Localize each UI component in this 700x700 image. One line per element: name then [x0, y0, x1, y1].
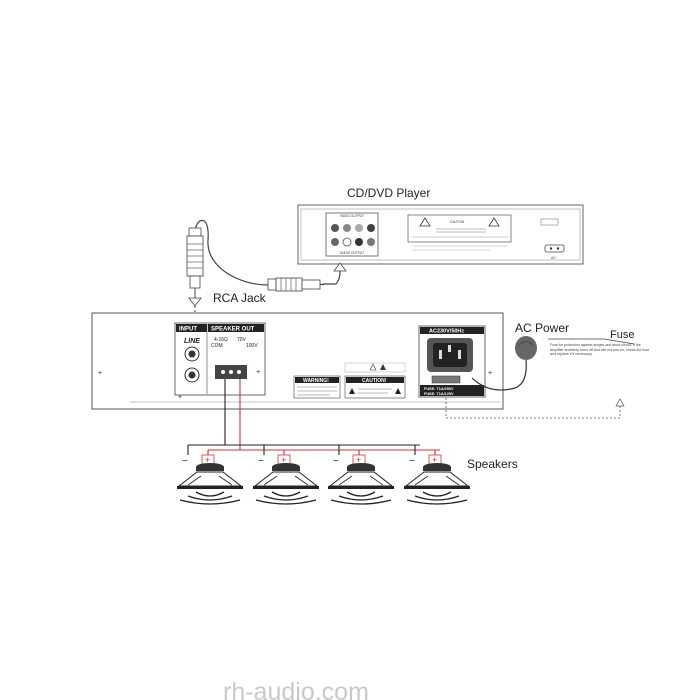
com-label: COM [211, 343, 223, 349]
svg-text:+: + [256, 369, 260, 376]
ac-power-cable [471, 336, 537, 391]
speaker-2: −+ [253, 445, 319, 505]
svg-text:−: − [409, 456, 415, 467]
audio-output-label: AUDIO OUTPUT [340, 251, 364, 255]
v70-label: 70V [237, 337, 247, 343]
svg-text:+: + [356, 455, 361, 465]
ce-mark [540, 218, 559, 226]
fuse-note-box: Fuse for protection against surges and s… [550, 343, 650, 357]
player-caution-box [407, 214, 512, 243]
svg-text:+: + [205, 455, 210, 465]
rca-jack-label: RCA Jack [213, 291, 267, 305]
fuse-label: Fuse [610, 329, 634, 341]
video-output-label: VIDEO OUTPUT [340, 214, 364, 218]
svg-text:−: − [258, 456, 264, 467]
speaker-1: −+ [177, 445, 243, 505]
player-label: CD/DVD Player [347, 186, 430, 200]
fuse-rating-1: FUSE: T1A/250V [424, 387, 454, 391]
speaker-group: −+−+−+−+ [177, 445, 470, 505]
svg-text:+: + [178, 394, 182, 401]
watermark: rh-audio.com [223, 678, 369, 700]
amplifier: INPUT SPEAKER OUT LINE 4-16Ω COM 70V 100… [91, 312, 504, 410]
ac-rating-label: AC230V/50Hz [429, 329, 464, 335]
fuse-rating-2: FUSE: T1A/125V [424, 392, 454, 396]
svg-text:+: + [488, 370, 492, 377]
v100-label: 100V [246, 343, 258, 349]
player-ac-label: AC~ [551, 256, 557, 260]
svg-text:−: − [333, 456, 339, 467]
player-ac-socket [544, 244, 565, 253]
speaker-out-label: SPEAKER OUT [211, 327, 255, 333]
speakers-label: Speakers [467, 457, 518, 471]
svg-text:−: − [182, 456, 188, 467]
rca-plug-horizontal [275, 277, 303, 292]
fuse-holder [431, 375, 461, 384]
svg-text:+: + [98, 370, 102, 377]
speaker-wiring [188, 379, 440, 451]
svg-text:+: + [432, 455, 437, 465]
speaker-4: −+ [404, 445, 470, 505]
fuse-pointer [445, 338, 635, 419]
fuse-note: Fuse for protection against surges and s… [550, 343, 650, 357]
caution-label: CAUTION! [362, 378, 387, 384]
input-label: INPUT [179, 327, 197, 333]
player-output-panel [325, 212, 379, 257]
line-label: LINE [184, 338, 200, 345]
player-caution-label: CAUTION [450, 220, 465, 224]
cd-dvd-player: VIDEO OUTPUT AUDIO OUTPUT CAUTION AC~ [297, 204, 584, 265]
ac-power-label: AC Power [515, 321, 569, 335]
ac-power-plug [515, 336, 537, 360]
warning-label: WARNING! [303, 378, 329, 384]
svg-text:+: + [281, 455, 286, 465]
speaker-3: −+ [328, 445, 394, 505]
ohm-label: 4-16Ω [214, 337, 228, 343]
rca-cable [186, 219, 347, 316]
